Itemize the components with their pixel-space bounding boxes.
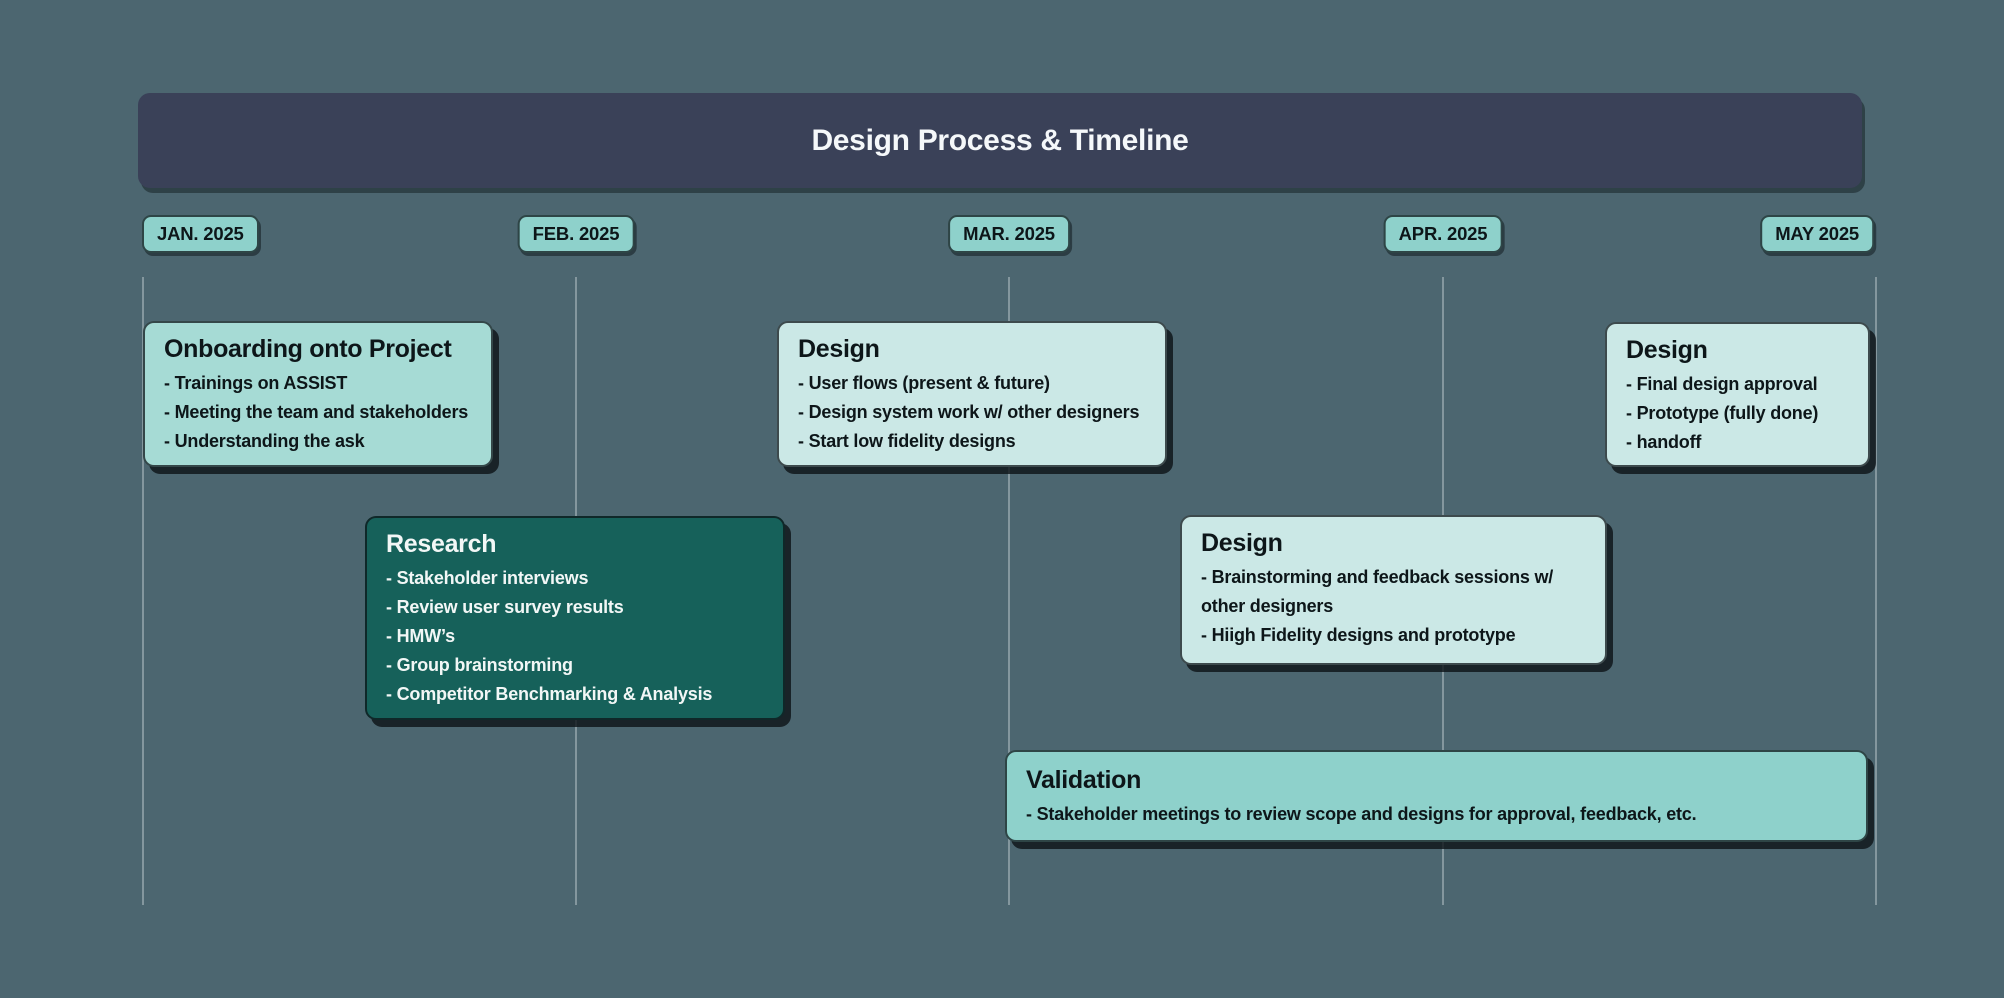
title-bar: Design Process & Timeline (138, 93, 1862, 188)
card-bullet: - handoff (1626, 432, 1702, 452)
card-bullet: - HMW’s (386, 626, 455, 646)
card-bullet: - Understanding the ask (164, 431, 365, 451)
card-design-april: Design - Brainstorming and feedback sess… (1180, 515, 1607, 665)
card-title: Design (1626, 336, 1708, 364)
month-badge-may: MAY 2025 (1760, 215, 1874, 253)
card-research: Research - Stakeholder interviews - Revi… (365, 516, 785, 720)
card-bullet: - Meeting the team and stakeholders (164, 402, 469, 422)
card-validation: Validation - Stakeholder meetings to rev… (1005, 750, 1868, 842)
card-bullet: - User flows (present & future) (798, 373, 1050, 393)
card-title: Onboarding onto Project (164, 335, 452, 363)
timeline-gridline-may (1875, 277, 1877, 905)
card-bullet: - Design system work w/ other designers (798, 402, 1140, 422)
timeline-gridline-mar (1008, 277, 1010, 905)
card-bullet: - Competitor Benchmarking & Analysis (386, 684, 713, 704)
card-bullet: - Start low fidelity designs (798, 431, 1016, 451)
card-bullet: - Final design approval (1626, 374, 1818, 394)
card-bullet: - Review user survey results (386, 597, 624, 617)
page-title: Design Process & Timeline (811, 123, 1189, 157)
month-badge-feb: FEB. 2025 (517, 215, 635, 253)
card-bullet: - Hiigh Fidelity designs and prototype (1201, 625, 1516, 645)
card-bullet: - Group brainstorming (386, 655, 573, 675)
card-title: Validation (1026, 766, 1142, 794)
card-design-march: Design - User flows (present & future) -… (777, 321, 1167, 467)
timeline-gridline-jan (142, 277, 144, 905)
card-title: Design (1201, 529, 1283, 557)
card-bullet: - Brainstorming and feedback sessions w/… (1201, 567, 1554, 616)
month-badge-mar: MAR. 2025 (948, 215, 1070, 253)
month-badge-jan: JAN. 2025 (142, 215, 259, 253)
card-title: Design (798, 335, 880, 363)
card-onboarding: Onboarding onto Project - Trainings on A… (143, 321, 493, 467)
card-bullet: - Prototype (fully done) (1626, 403, 1819, 423)
card-bullet: - Trainings on ASSIST (164, 373, 348, 393)
card-bullet: - Stakeholder meetings to review scope a… (1026, 804, 1697, 824)
card-bullet: - Stakeholder interviews (386, 568, 589, 588)
month-badge-apr: APR. 2025 (1383, 215, 1503, 253)
card-title: Research (386, 530, 497, 558)
card-design-may: Design - Final design approval - Prototy… (1605, 322, 1870, 467)
